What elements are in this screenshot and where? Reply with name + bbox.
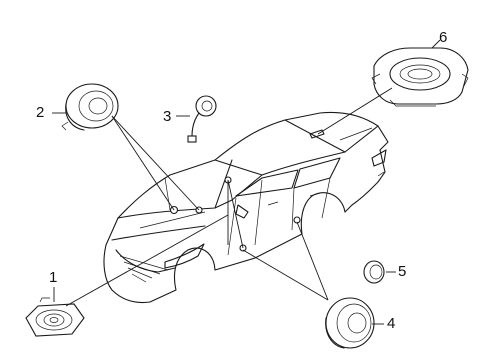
callout-5: 5	[398, 263, 407, 280]
callout-2: 2	[36, 104, 45, 121]
car-body	[103, 111, 389, 304]
callout-3: 3	[163, 108, 172, 125]
part-1-woofer	[25, 297, 85, 337]
part-2-door-speaker	[61, 83, 119, 131]
leader-lines	[52, 39, 441, 325]
callout-1: 1	[49, 269, 58, 286]
part-5-tweeter-ring	[363, 260, 385, 284]
part-6-rear-speaker	[371, 47, 469, 107]
callout-4: 4	[387, 315, 396, 332]
part-3-tweeter	[187, 95, 217, 143]
callout-6: 6	[439, 29, 448, 46]
part-4-rear-door-speaker	[325, 297, 375, 349]
